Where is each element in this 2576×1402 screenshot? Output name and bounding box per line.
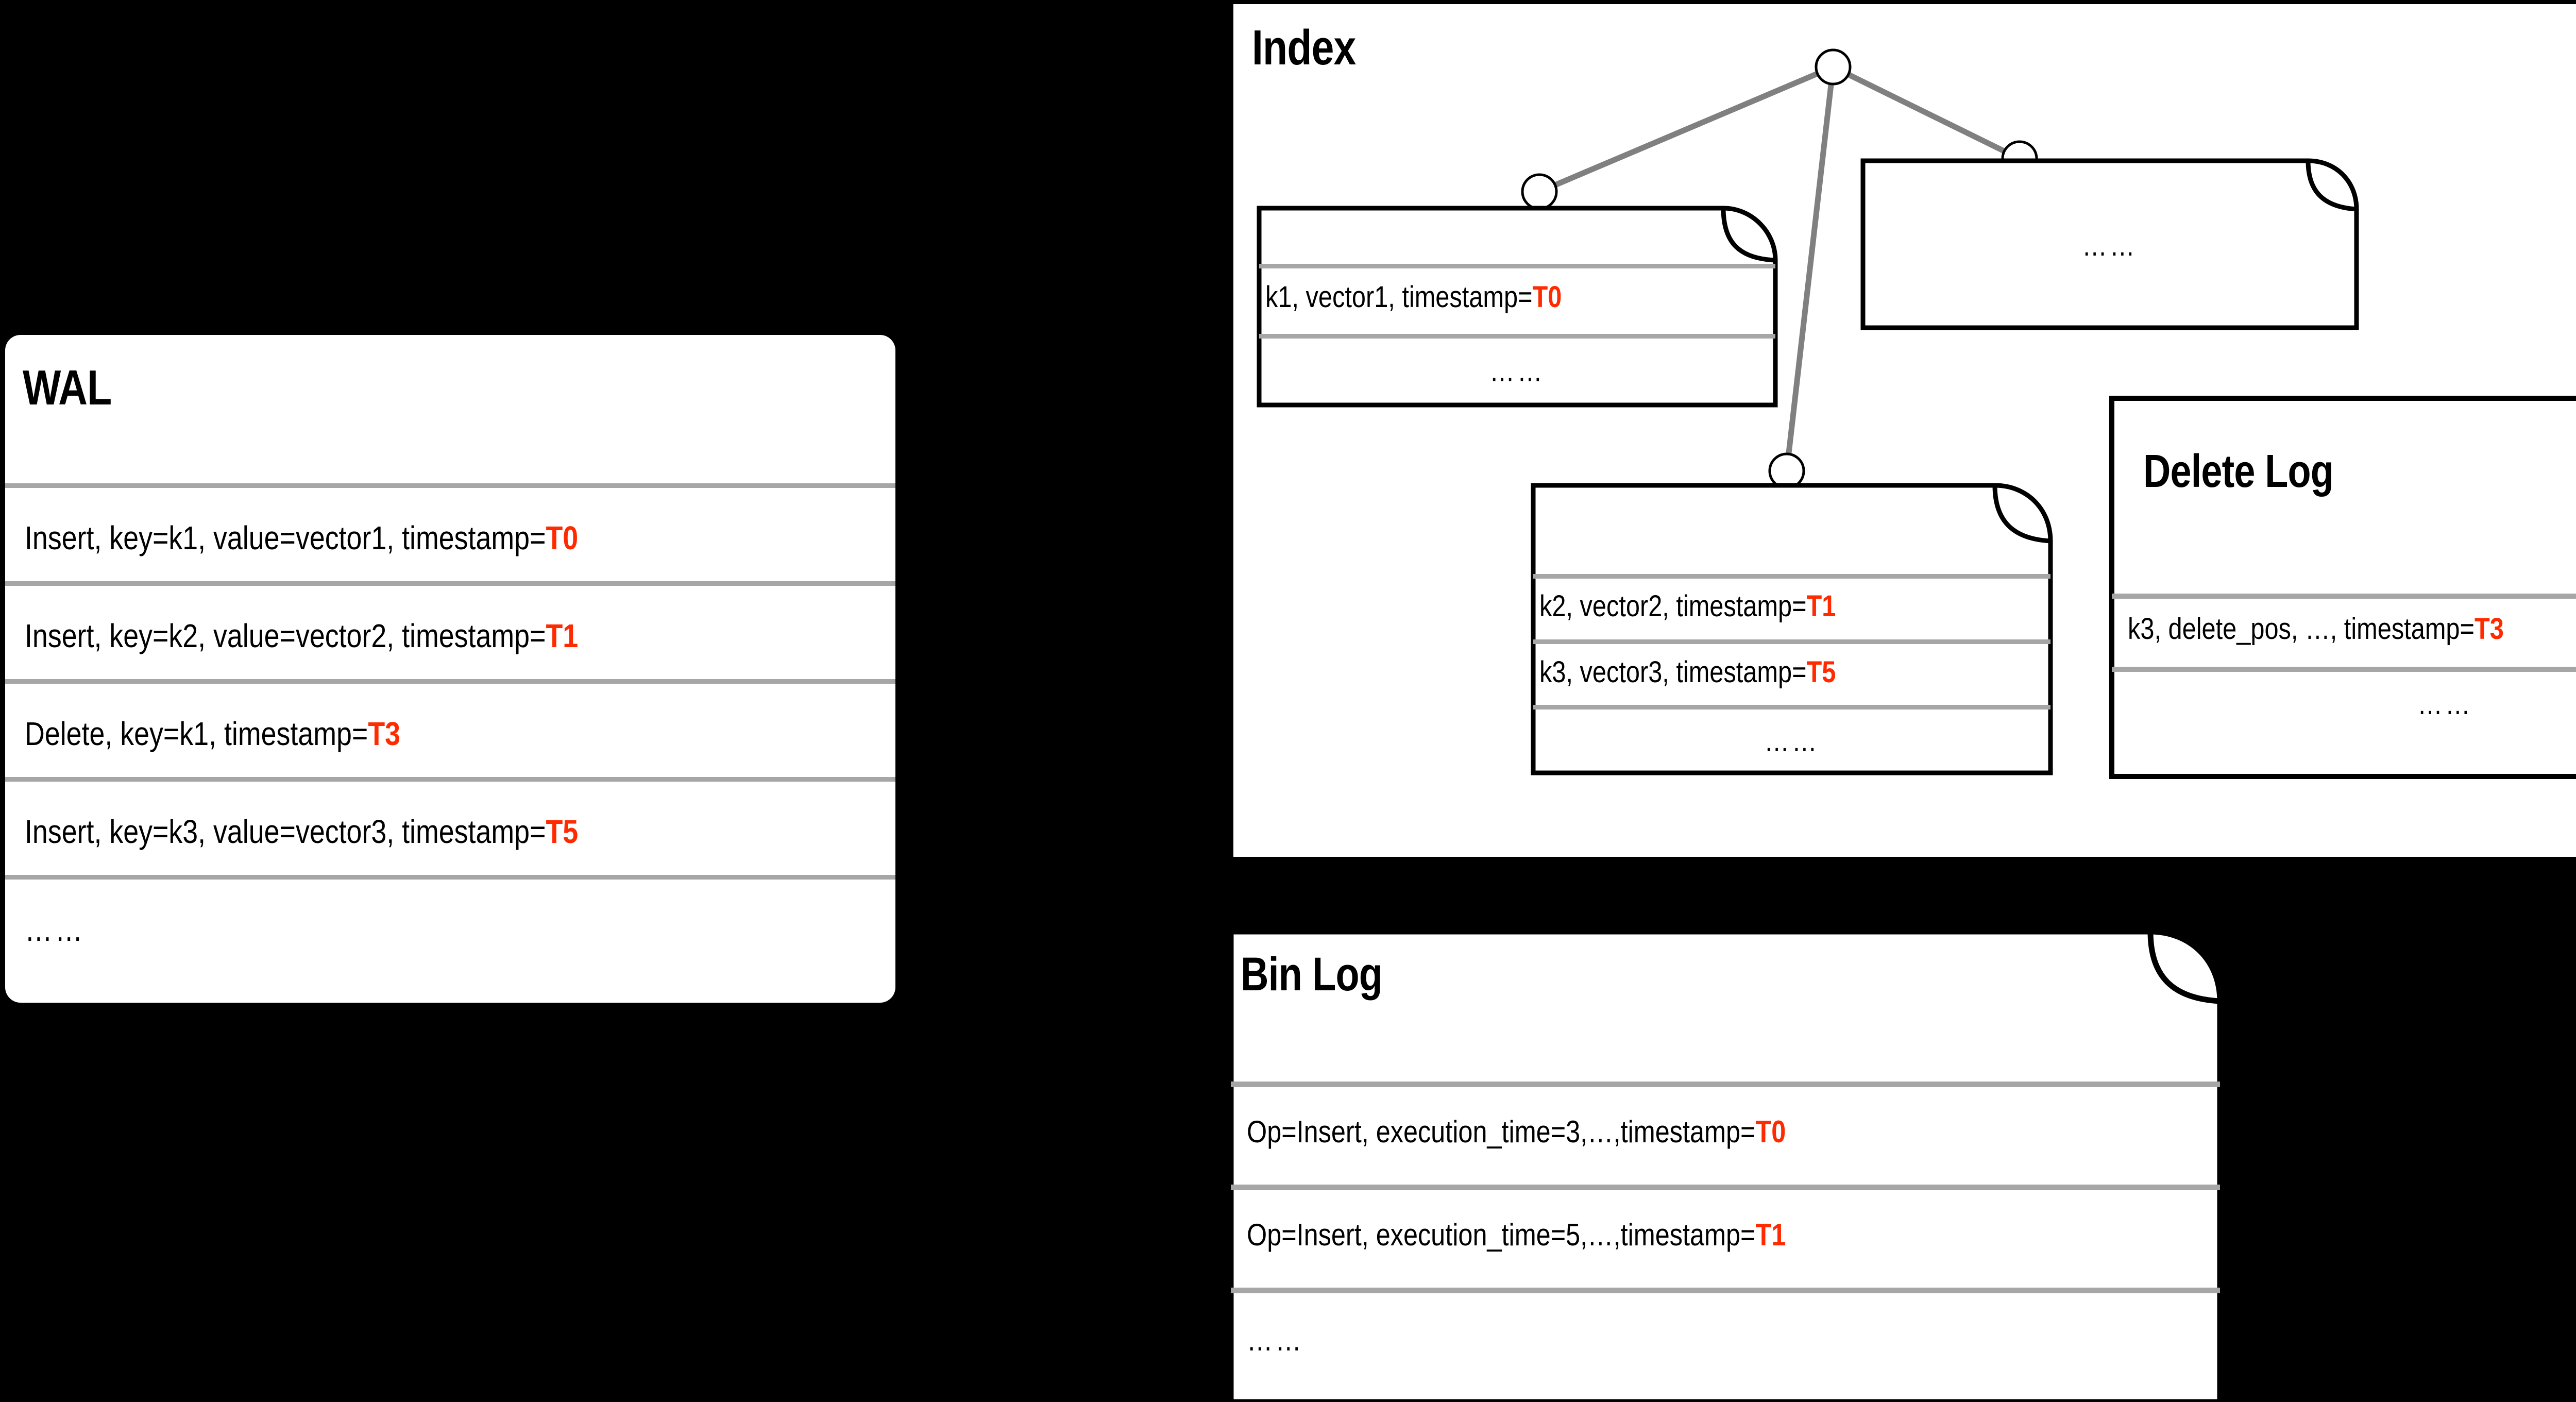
leaf-separator bbox=[1259, 334, 1775, 339]
leaf-separator bbox=[1533, 705, 2050, 710]
wal-row-text: Delete, key=k1, timestamp= bbox=[25, 715, 368, 752]
wal-row-text: Insert, key=k1, value=vector1, timestamp… bbox=[25, 519, 546, 556]
leaf-row: k3, vector3, timestamp=T5 bbox=[1539, 657, 1836, 687]
bin-log-separator bbox=[1231, 1185, 2220, 1190]
wal-separator bbox=[5, 483, 895, 488]
bin-log-row-timestamp: T0 bbox=[1755, 1114, 1786, 1149]
wal-row-text: Insert, key=k3, value=vector3, timestamp… bbox=[25, 813, 546, 850]
wal-row-text: Insert, key=k2, value=vector2, timestamp… bbox=[25, 617, 546, 654]
wal-separator bbox=[5, 679, 895, 684]
bin-log-row-text: Op=Insert, execution_time=3,…,timestamp= bbox=[1247, 1114, 1756, 1149]
wal-row-timestamp: T5 bbox=[546, 813, 579, 850]
index-leaf-k2-k3: k2, vector2, timestamp=T1 k3, vector3, t… bbox=[1531, 483, 2053, 775]
wal-row-timestamp: T0 bbox=[546, 519, 579, 556]
leaf-row-text: k2, vector2, timestamp= bbox=[1539, 589, 1807, 623]
leaf-row-timestamp: T1 bbox=[1806, 589, 1836, 623]
delete-log-row-timestamp: T3 bbox=[2474, 612, 2504, 646]
wal-row: Insert, key=k2, value=vector2, timestamp… bbox=[25, 619, 578, 652]
leaf-row-timestamp: T0 bbox=[1532, 280, 1562, 314]
index-title: Index bbox=[1252, 20, 1356, 75]
leaf-row: …… bbox=[1901, 231, 2318, 261]
tree-edges bbox=[1538, 64, 2021, 471]
delete-log-panel: Delete Log k3, delete_pos, …, timestamp=… bbox=[2109, 396, 2576, 779]
tree-edge-root-left bbox=[1538, 64, 1835, 195]
index-leaf-k1: k1, vector1, timestamp=T0 …… bbox=[1257, 206, 1778, 408]
delete-log-row: …… bbox=[2163, 689, 2576, 719]
bin-log-row-text: Op=Insert, execution_time=5,…,timestamp= bbox=[1247, 1218, 1756, 1252]
bin-log-row: Op=Insert, execution_time=3,…,timestamp=… bbox=[1247, 1117, 1786, 1147]
leaf-row-text: k3, vector3, timestamp= bbox=[1539, 655, 1807, 689]
wal-row: …… bbox=[25, 913, 86, 946]
leaf-row-text: k1, vector1, timestamp= bbox=[1265, 280, 1533, 314]
bin-log-panel: Bin Log Op=Insert, execution_time=3,…,ti… bbox=[1228, 928, 2223, 1402]
wal-row: Delete, key=k1, timestamp=T3 bbox=[25, 717, 400, 750]
delete-log-row: k3, delete_pos, …, timestamp=T3 bbox=[2128, 614, 2504, 644]
delete-log-row-text: …… bbox=[2417, 687, 2473, 721]
leaf-separator bbox=[1533, 639, 2050, 644]
leaf-row: k1, vector1, timestamp=T0 bbox=[1265, 282, 1562, 312]
tree-edge-root-right bbox=[1832, 64, 2021, 161]
leaf-row: …… bbox=[1573, 727, 2011, 756]
tree-nodes bbox=[1521, 48, 2038, 489]
wal-row: Insert, key=k3, value=vector3, timestamp… bbox=[25, 815, 578, 848]
index-leaf-ellipsis: …… bbox=[1860, 158, 2359, 330]
wal-separator bbox=[5, 875, 895, 880]
wal-separator bbox=[5, 777, 895, 782]
wal-row-timestamp: T1 bbox=[546, 617, 579, 654]
wal-row-timestamp: T3 bbox=[368, 715, 401, 752]
delete-log-separator bbox=[2112, 667, 2576, 672]
leaf-row-text: …… bbox=[2082, 229, 2138, 262]
bin-log-separator bbox=[1231, 1082, 2220, 1087]
wal-row-text: …… bbox=[25, 911, 86, 948]
leaf-separator bbox=[1259, 264, 1775, 268]
leaf-row-text: …… bbox=[1764, 724, 1820, 758]
wal-title: WAL bbox=[23, 360, 112, 415]
bin-log-row-timestamp: T1 bbox=[1755, 1218, 1786, 1252]
delete-log-row-text: k3, delete_pos, …, timestamp= bbox=[2128, 612, 2475, 646]
leaf-row-timestamp: T5 bbox=[1806, 655, 1836, 689]
bin-log-row: …… bbox=[1247, 1325, 1304, 1356]
tree-node-root bbox=[1815, 48, 1852, 86]
wal-row: Insert, key=k1, value=vector1, timestamp… bbox=[25, 521, 578, 554]
bin-log-title: Bin Log bbox=[1241, 948, 1383, 1001]
tree-edge-root-bottom bbox=[1784, 66, 1836, 471]
wal-separator bbox=[5, 581, 895, 586]
leaf-row-text: …… bbox=[1489, 354, 1545, 388]
bin-log-separator bbox=[1231, 1288, 2220, 1293]
delete-log-separator bbox=[2112, 594, 2576, 599]
tree-node-left bbox=[1521, 173, 1558, 210]
delete-log-title: Delete Log bbox=[2143, 446, 2334, 497]
bin-log-row-text: …… bbox=[1247, 1323, 1304, 1357]
bin-log-row: Op=Insert, execution_time=5,…,timestamp=… bbox=[1247, 1220, 1786, 1251]
wal-panel: WAL Insert, key=k1, value=vector1, times… bbox=[5, 335, 895, 1003]
leaf-separator bbox=[1533, 574, 2050, 579]
leaf-row: …… bbox=[1299, 357, 1736, 386]
leaf-row: k2, vector2, timestamp=T1 bbox=[1539, 592, 1836, 621]
